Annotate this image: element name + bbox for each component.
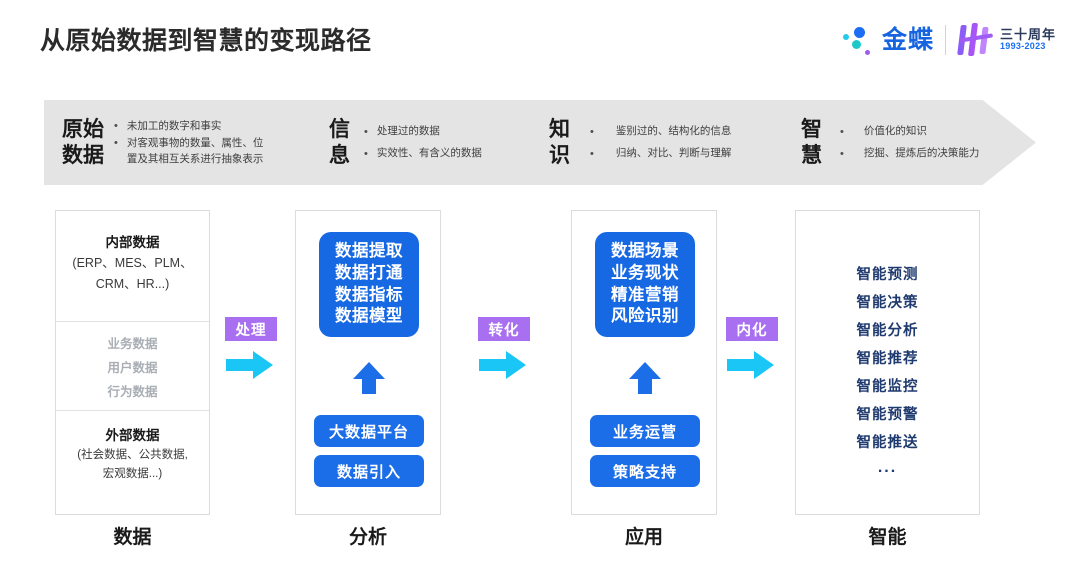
- column-card-intelligence: 智能预测 智能决策 智能分析 智能推荐 智能监控 智能预警 智能推送 ...: [795, 210, 980, 515]
- kingdee-dots-icon: [841, 25, 871, 55]
- column-card-application: 数据场景 业务现状 精准营销 风险识别 业务运营 策略支持: [571, 210, 717, 515]
- stage-bullet-text: 归纳、对比、判断与理解: [615, 146, 732, 159]
- intelligence-item: 智能预警: [856, 407, 919, 423]
- stage-bullet-text: 实效性、有含义的数据: [376, 146, 482, 159]
- section-subtext: (社会数据、公共数据, 宏观数据...): [77, 449, 188, 480]
- stage-bullet: • 对客观事物的数量、属性、位 置及其相互关系进行抽象表示: [114, 135, 263, 168]
- card-section-internal-data: 内部数据 (ERP、MES、PLM、 CRM、HR...): [56, 233, 209, 294]
- application-pill-0: 业务运营: [590, 415, 700, 447]
- column-card-data: 内部数据 (ERP、MES、PLM、 CRM、HR...) 业务数据 用户数据 …: [55, 210, 210, 515]
- connector-arrow-icon: [226, 351, 273, 379]
- section-gray-list: 业务数据 用户数据 行为数据: [107, 337, 158, 399]
- up-arrow-icon: [353, 362, 385, 394]
- stage-knowledge: 知 识 • 鉴别过的、结构化的信息 • 归纳、对比、判断与理解: [549, 100, 731, 185]
- intelligence-item: 智能推送: [856, 435, 919, 451]
- bullet-dot-icon: •: [840, 125, 844, 138]
- stage-raw-data: 原始 数据 • 未加工的数字和事实 • 对客观事物的数量、属性、位 置及其相互关…: [62, 100, 263, 185]
- stage-arrow-band: [44, 100, 1036, 185]
- card-section-data-types: 业务数据 用户数据 行为数据: [56, 333, 209, 404]
- bullet-dot-icon: •: [590, 147, 594, 160]
- section-heading: 内部数据: [105, 235, 160, 250]
- analysis-pill-1: 数据引入: [314, 455, 424, 487]
- stage-bullet: • 挖掘、提炼后的决策能力: [840, 143, 979, 165]
- section-divider: [56, 321, 209, 322]
- anniversary-years: 1993-2023: [999, 41, 1046, 52]
- application-main-box: 数据场景 业务现状 精准营销 风险识别: [595, 232, 695, 337]
- page-title: 从原始数据到智慧的变现路径: [40, 27, 372, 55]
- stage-title: 原始 数据: [62, 117, 104, 167]
- bullet-dot-icon: •: [364, 147, 368, 160]
- connector-arrow-icon: [479, 351, 526, 379]
- column-label-application: 应用: [624, 527, 663, 548]
- application-pill-1: 策略支持: [590, 455, 700, 487]
- brand-logo: 金蝶 三十周年 1993-2023: [841, 22, 1056, 58]
- intelligence-item: 智能监控: [856, 379, 919, 395]
- section-divider: [56, 410, 209, 411]
- intelligence-ellipsis: ...: [877, 459, 898, 476]
- stage-bullet: • 价值化的知识: [840, 121, 979, 143]
- stage-bullet-text: 未加工的数字和事实: [126, 119, 222, 132]
- brand-name: 金蝶: [881, 25, 934, 54]
- intelligence-item: 智能推荐: [856, 351, 919, 367]
- anniversary-badge: 三十周年 1993-2023: [957, 23, 1056, 57]
- stage-bullet: • 处理过的数据: [364, 121, 482, 143]
- intelligence-item: 智能预测: [856, 267, 919, 283]
- brand-divider: [944, 25, 946, 55]
- bullet-dot-icon: •: [364, 125, 368, 138]
- stage-bullet-text: 鉴别过的、结构化的信息: [615, 124, 732, 137]
- stage-bullet-text: 价值化的知识: [863, 124, 927, 137]
- stage-information: 信 息 • 处理过的数据 • 实效性、有含义的数据: [329, 100, 482, 185]
- column-card-analysis: 数据提取 数据打通 数据指标 数据模型 大数据平台 数据引入: [295, 210, 441, 515]
- stage-title: 信 息: [329, 117, 350, 167]
- stage-bullet: • 鉴别过的、结构化的信息: [590, 121, 731, 143]
- intelligence-item: 智能决策: [856, 295, 919, 311]
- analysis-pill-0: 大数据平台: [314, 415, 424, 447]
- bullet-dot-icon: •: [840, 147, 844, 160]
- up-arrow-icon: [629, 362, 661, 394]
- stage-bullet: • 归纳、对比、判断与理解: [590, 143, 731, 165]
- connector-label-transform: 转化: [478, 317, 530, 341]
- stage-bullet-text: 对客观事物的数量、属性、位 置及其相互关系进行抽象表示: [126, 136, 264, 166]
- anniversary-label: 三十周年: [999, 27, 1056, 43]
- bullet-dot-icon: •: [114, 136, 118, 149]
- column-label-data: 数据: [113, 527, 152, 548]
- stage-bullet-text: 挖掘、提炼后的决策能力: [863, 146, 980, 159]
- stage-title: 智 慧: [801, 117, 822, 167]
- anniversary-mark-icon: [957, 23, 994, 57]
- connector-arrow-icon: [727, 351, 774, 379]
- section-heading: 外部数据: [105, 428, 160, 443]
- stage-bullet-text: 处理过的数据: [376, 124, 440, 137]
- analysis-main-box: 数据提取 数据打通 数据指标 数据模型: [319, 232, 419, 337]
- intelligence-item: 智能分析: [856, 323, 919, 339]
- stage-bullet: • 未加工的数字和事实: [114, 118, 263, 135]
- bullet-dot-icon: •: [114, 119, 118, 132]
- bullet-dot-icon: •: [590, 125, 594, 138]
- stage-band-content: 原始 数据 • 未加工的数字和事实 • 对客观事物的数量、属性、位 置及其相互关…: [44, 100, 1036, 185]
- stage-title: 知 识: [549, 117, 570, 167]
- column-label-analysis: 分析: [348, 527, 387, 548]
- stage-wisdom: 智 慧 • 价值化的知识 • 挖掘、提炼后的决策能力: [801, 100, 979, 185]
- column-label-intelligence: 智能: [868, 527, 907, 548]
- section-subtext: (ERP、MES、PLM、 CRM、HR...): [72, 256, 193, 291]
- card-section-external-data: 外部数据 (社会数据、公共数据, 宏观数据...): [56, 426, 209, 484]
- connector-label-internalize: 内化: [726, 317, 778, 341]
- connector-label-process: 处理: [225, 317, 277, 341]
- stage-bullet: • 实效性、有含义的数据: [364, 143, 482, 165]
